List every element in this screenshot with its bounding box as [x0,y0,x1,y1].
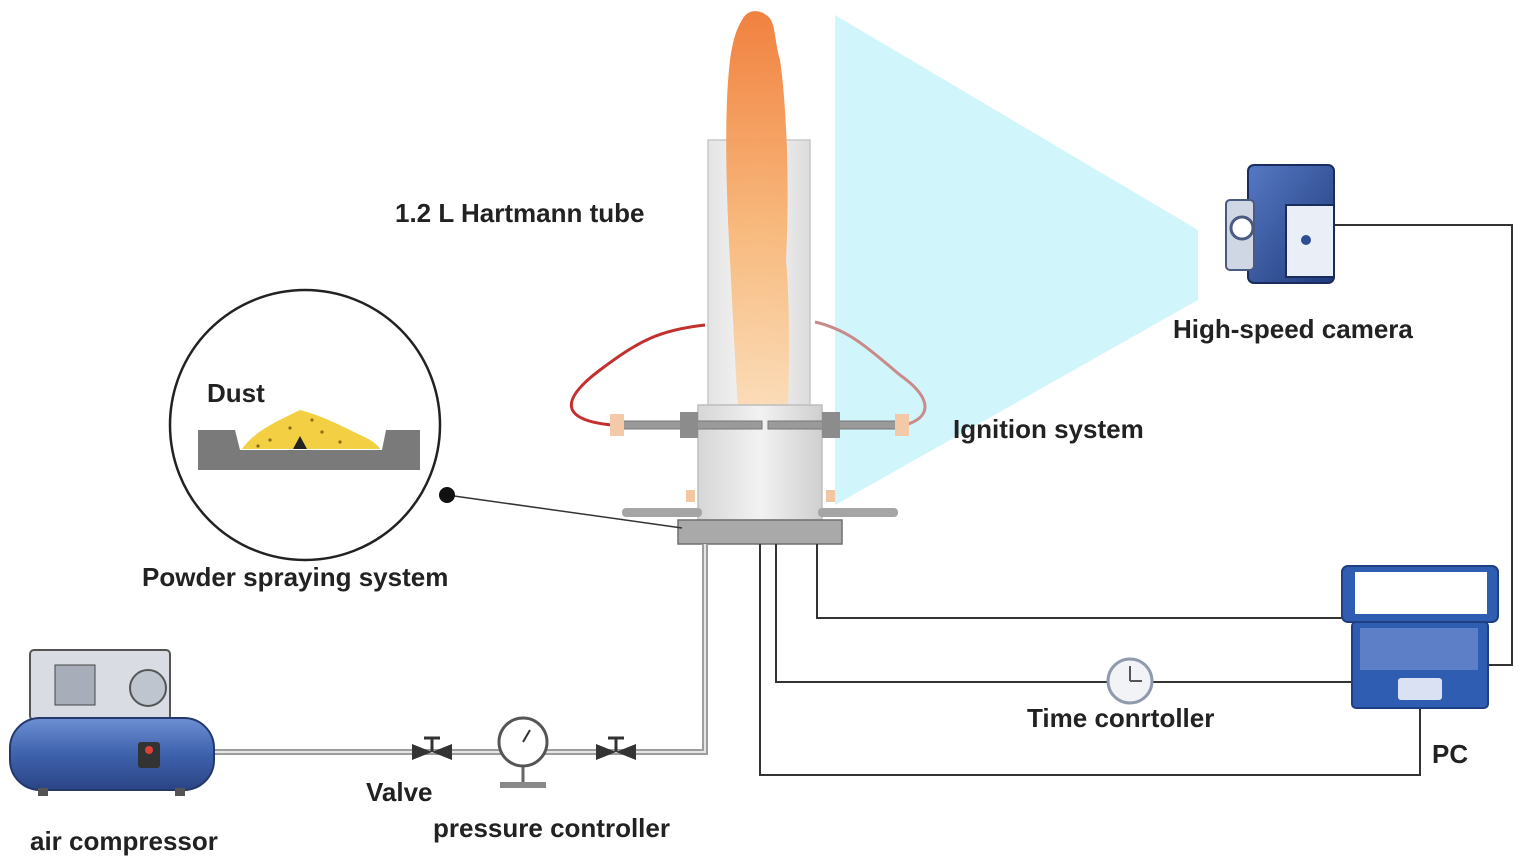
label-powder-spraying-system: Powder spraying system [142,562,449,592]
line-flange-to-pc [816,544,1350,619]
base-flange [677,519,843,545]
dust-pile [242,410,380,449]
ignition-wire-right [814,320,927,427]
label-time-controller: Time conrtoller [1027,703,1215,733]
pressure-gauge-icon [497,716,549,788]
line-camera-to-pc [1334,224,1513,666]
dust-nozzle [293,436,307,449]
callout-dot [439,487,455,503]
time-controller-icon [1106,657,1154,705]
electrode-holder-left [680,412,698,438]
flame [726,11,790,501]
valve-icon-2 [596,736,636,760]
insulator-left [610,414,624,436]
label-high-speed-camera: High-speed camera [1173,314,1413,344]
bolt-left [686,490,695,502]
camera-view-cone [835,15,1198,505]
ignition-wire-left [570,323,706,427]
valve-icon [412,736,452,760]
handle-left [622,508,702,517]
bolt-right [826,490,835,502]
dust-tray [198,430,420,470]
label-pc: PC [1432,739,1469,769]
label-air-compressor: air compressor [30,826,218,856]
line-pc-bottom [759,544,1421,776]
label-ignition-system: Ignition system [953,414,1144,444]
handle-right [818,508,898,517]
label-pressure-controller: pressure controller [433,813,670,843]
label-hartmann-tube: 1.2 L Hartmann tube [395,198,645,228]
pc-laptop-icon [1341,565,1499,709]
high-speed-camera-icon [1225,164,1335,284]
electrode-holder-right [822,412,840,438]
label-dust: Dust [207,378,265,408]
insulator-right [895,414,909,436]
air-compressor-icon [9,649,215,796]
label-valve: Valve [366,777,433,807]
callout-line [446,494,683,529]
line-time-controller [775,544,1352,683]
